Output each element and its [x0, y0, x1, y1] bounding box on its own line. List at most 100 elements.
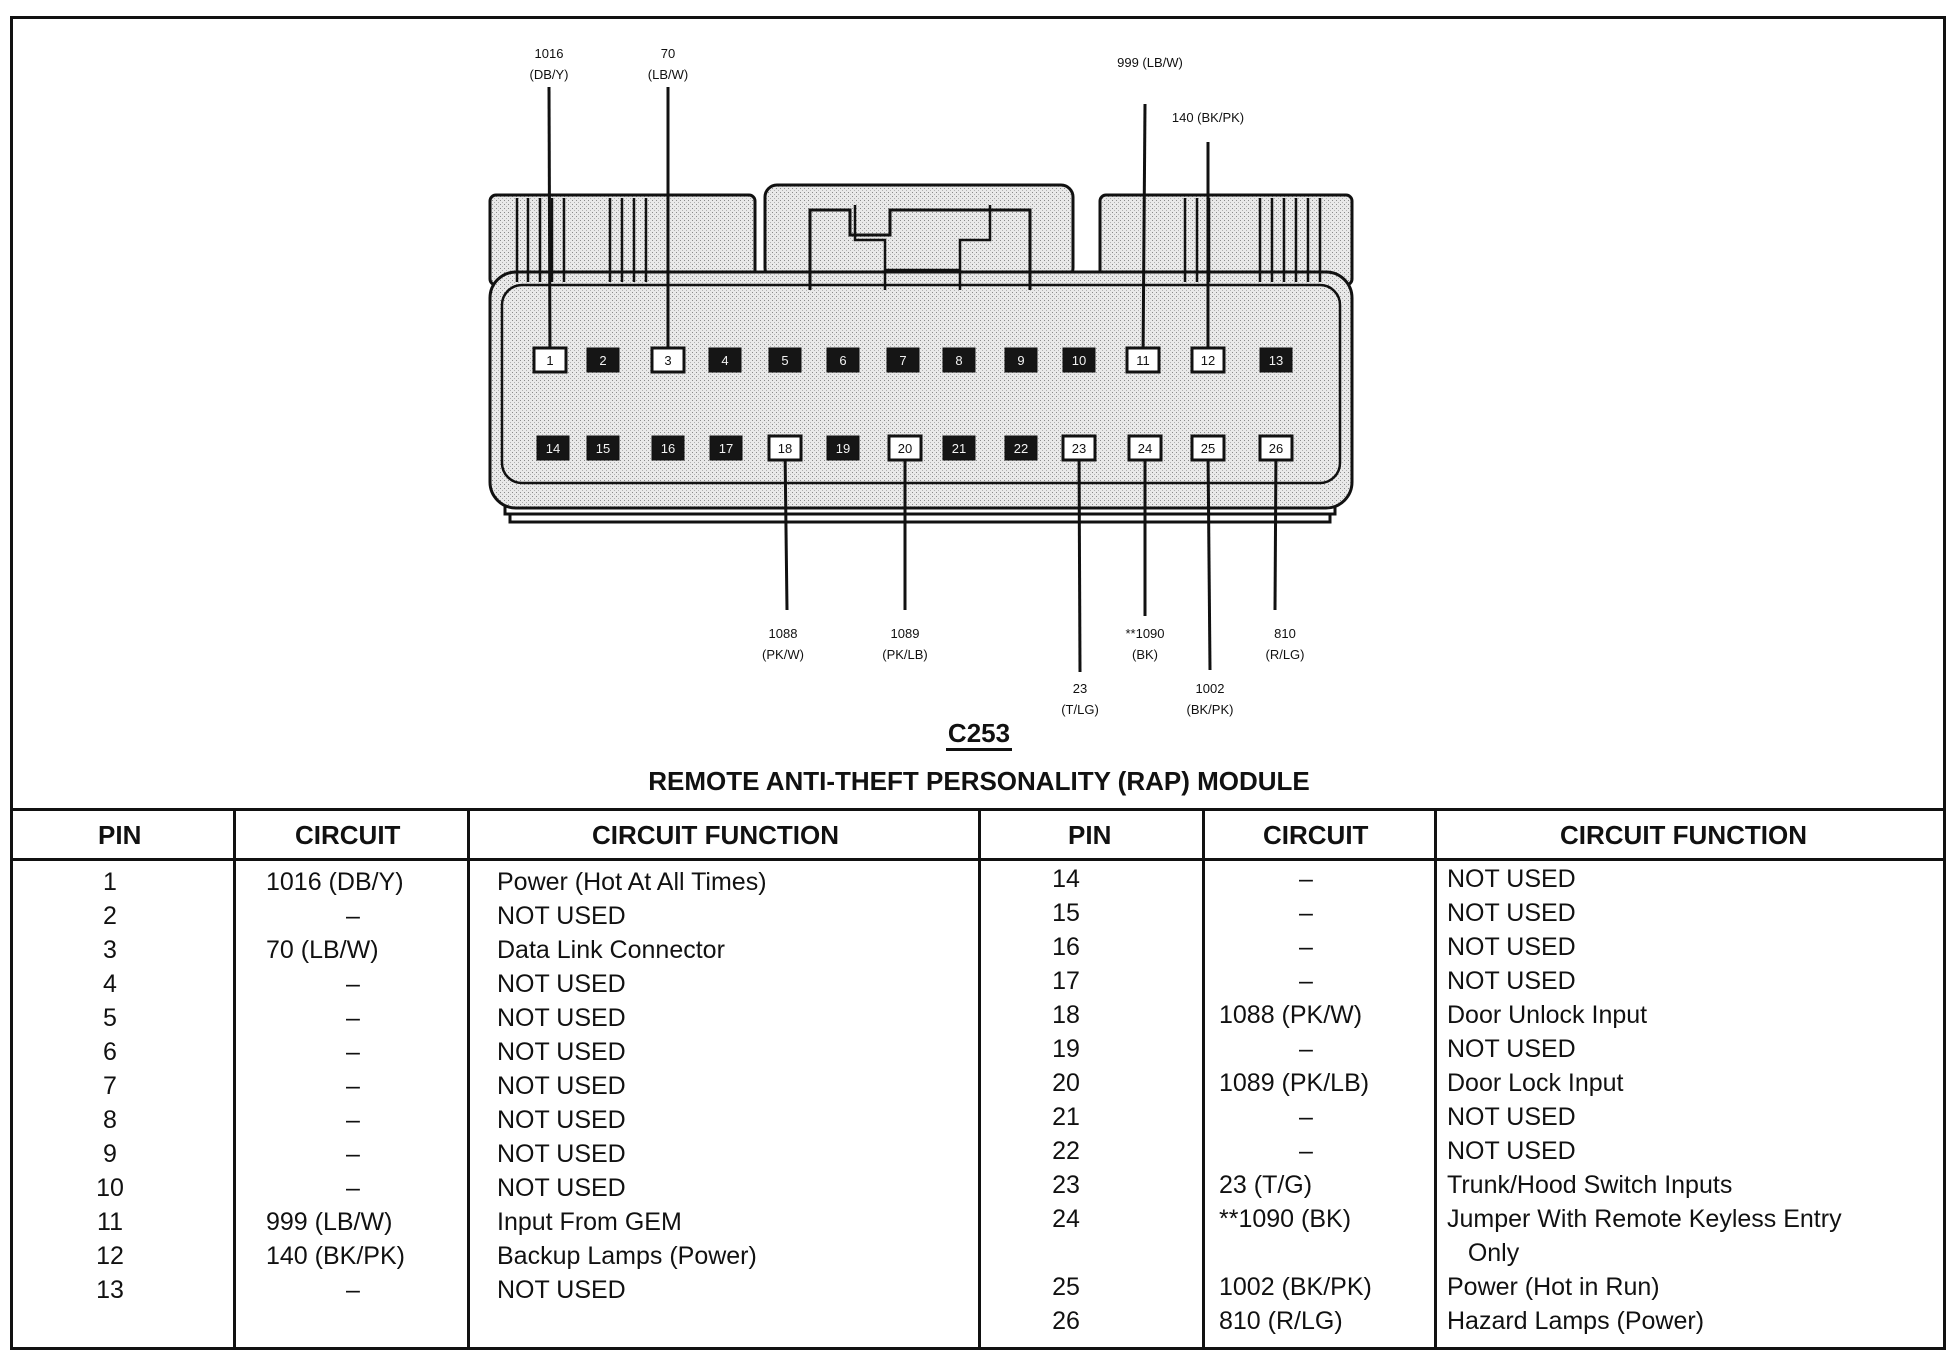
pin-cell — [1026, 1236, 1106, 1270]
pin-cell: 21 — [1052, 1103, 1080, 1131]
pin-18: 18 — [767, 434, 803, 462]
wire-label-3: 70 — [661, 46, 675, 61]
wire-label-25: (BK/PK) — [1187, 702, 1234, 717]
pin-number: 26 — [1269, 441, 1283, 456]
pin-number: 25 — [1201, 441, 1215, 456]
pin-cell: 7 — [103, 1072, 117, 1100]
pin-number: 1 — [546, 353, 553, 368]
header-circuit: CIRCUIT — [295, 820, 401, 850]
circuit-cell: – — [1299, 967, 1313, 995]
pin-cell: 1 — [103, 868, 117, 896]
wire-label-25: 1002 — [1196, 681, 1225, 696]
circuit-cell: – — [346, 970, 360, 998]
circuit-cell: – — [346, 1140, 360, 1168]
pin-cell: 26 — [1052, 1307, 1080, 1335]
function-cell: NOT USED — [1447, 1137, 1576, 1165]
circuit-cell: – — [1299, 1137, 1313, 1165]
pin-cell: 14 — [1052, 865, 1080, 893]
circuit-cell: 810 (R/LG) — [1219, 1307, 1343, 1335]
wire-lead-25 — [1206, 447, 1212, 671]
pin-cell: 8 — [103, 1106, 117, 1134]
left-circuit-column: 1016 (DB/Y)–70 (LB/W)–––––––999 (LB/W)14… — [266, 865, 456, 1307]
pin-number: 5 — [781, 353, 788, 368]
pin-24: 24 — [1127, 434, 1163, 462]
pin-cell: 22 — [1052, 1137, 1080, 1165]
pin-cell: 9 — [103, 1140, 117, 1168]
circuit-cell: – — [346, 1174, 360, 1202]
pin-number: 18 — [778, 441, 792, 456]
pin-number: 8 — [955, 353, 962, 368]
function-cell: Door Lock Input — [1447, 1069, 1624, 1097]
pin-number: 2 — [599, 353, 606, 368]
pin-10: 10 — [1062, 347, 1096, 373]
function-cell: Only — [1447, 1239, 1520, 1267]
wire-label-24: (BK) — [1132, 647, 1158, 662]
function-cell: NOT USED — [497, 1276, 626, 1304]
function-cell: NOT USED — [1447, 899, 1576, 927]
pin-8: 8 — [942, 347, 976, 373]
pin-19: 19 — [826, 435, 860, 461]
function-cell: Door Unlock Input — [1447, 1001, 1648, 1029]
pin-cell: 25 — [1052, 1273, 1080, 1301]
table-top-rule — [10, 808, 1946, 811]
pin-22: 22 — [1004, 435, 1038, 461]
circuit-cell: – — [1299, 865, 1313, 893]
pin-number: 22 — [1014, 441, 1028, 456]
pin-cell: 13 — [96, 1276, 124, 1304]
wire-label-26: 810 — [1274, 626, 1296, 641]
circuit-cell — [1219, 1236, 1429, 1270]
circuit-cell: – — [346, 1004, 360, 1032]
circuit-cell: – — [1299, 1035, 1313, 1063]
pin-14: 14 — [536, 435, 570, 461]
header-pin: PIN — [1068, 820, 1112, 850]
housing-ribs — [515, 198, 1322, 282]
wire-label-11: 999 (LB/W) — [1117, 55, 1183, 70]
pin-20: 20 — [887, 434, 923, 462]
column-divider — [233, 810, 236, 1350]
function-cell: Power (Hot in Run) — [1447, 1273, 1660, 1301]
module-title: REMOTE ANTI-THEFT PERSONALITY (RAP) MODU… — [648, 766, 1310, 796]
circuit-cell: – — [1299, 899, 1313, 927]
circuit-cell: – — [346, 902, 360, 930]
pin-number: 10 — [1072, 353, 1086, 368]
pin-number: 3 — [664, 353, 671, 368]
pin-cell: 20 — [1052, 1069, 1080, 1097]
wire-label-12: 140 (BK/PK) — [1172, 110, 1244, 125]
pin-number: 11 — [1136, 353, 1150, 368]
pin-number: 24 — [1138, 441, 1152, 456]
right-circuit-column: ––––1088 (PK/W)–1089 (PK/LB)––23 (T/G)**… — [1219, 862, 1429, 1338]
pin-cell: 10 — [96, 1174, 124, 1202]
wire-label-26: (R/LG) — [1266, 647, 1305, 662]
circuit-cell: 23 (T/G) — [1219, 1171, 1313, 1199]
circuit-cell: 70 (LB/W) — [266, 936, 379, 964]
pin-number: 6 — [839, 353, 846, 368]
pin-number: 17 — [719, 441, 733, 456]
pin-number: 16 — [661, 441, 675, 456]
circuit-cell: – — [346, 1072, 360, 1100]
function-cell: Data Link Connector — [497, 936, 725, 964]
function-cell: Hazard Lamps (Power) — [1447, 1307, 1705, 1335]
header-circuit-function: CIRCUIT FUNCTION — [592, 820, 839, 850]
wire-label-23: (T/LG) — [1061, 702, 1099, 717]
function-cell: NOT USED — [497, 902, 626, 930]
wire-lead-1 — [547, 86, 552, 361]
function-cell: NOT USED — [1447, 933, 1576, 961]
function-cell: NOT USED — [497, 970, 626, 998]
function-cell: NOT USED — [497, 1072, 626, 1100]
pin-cell: 5 — [103, 1004, 117, 1032]
pin-cell: 11 — [97, 1208, 123, 1236]
function-cell: Trunk/Hood Switch Inputs — [1447, 1171, 1733, 1199]
function-cell: NOT USED — [497, 1106, 626, 1134]
pin-25: 25 — [1190, 434, 1226, 462]
pin-cell: 24 — [1052, 1205, 1080, 1233]
function-cell: NOT USED — [497, 1140, 626, 1168]
wire-label-18: 1088 — [769, 626, 798, 641]
wire-label-20: 1089 — [891, 626, 920, 641]
pin-16: 16 — [651, 435, 685, 461]
pin-cell: 17 — [1052, 967, 1080, 995]
header-circuit-function: CIRCUIT FUNCTION — [1560, 820, 1807, 850]
pin-13: 13 — [1259, 347, 1293, 373]
